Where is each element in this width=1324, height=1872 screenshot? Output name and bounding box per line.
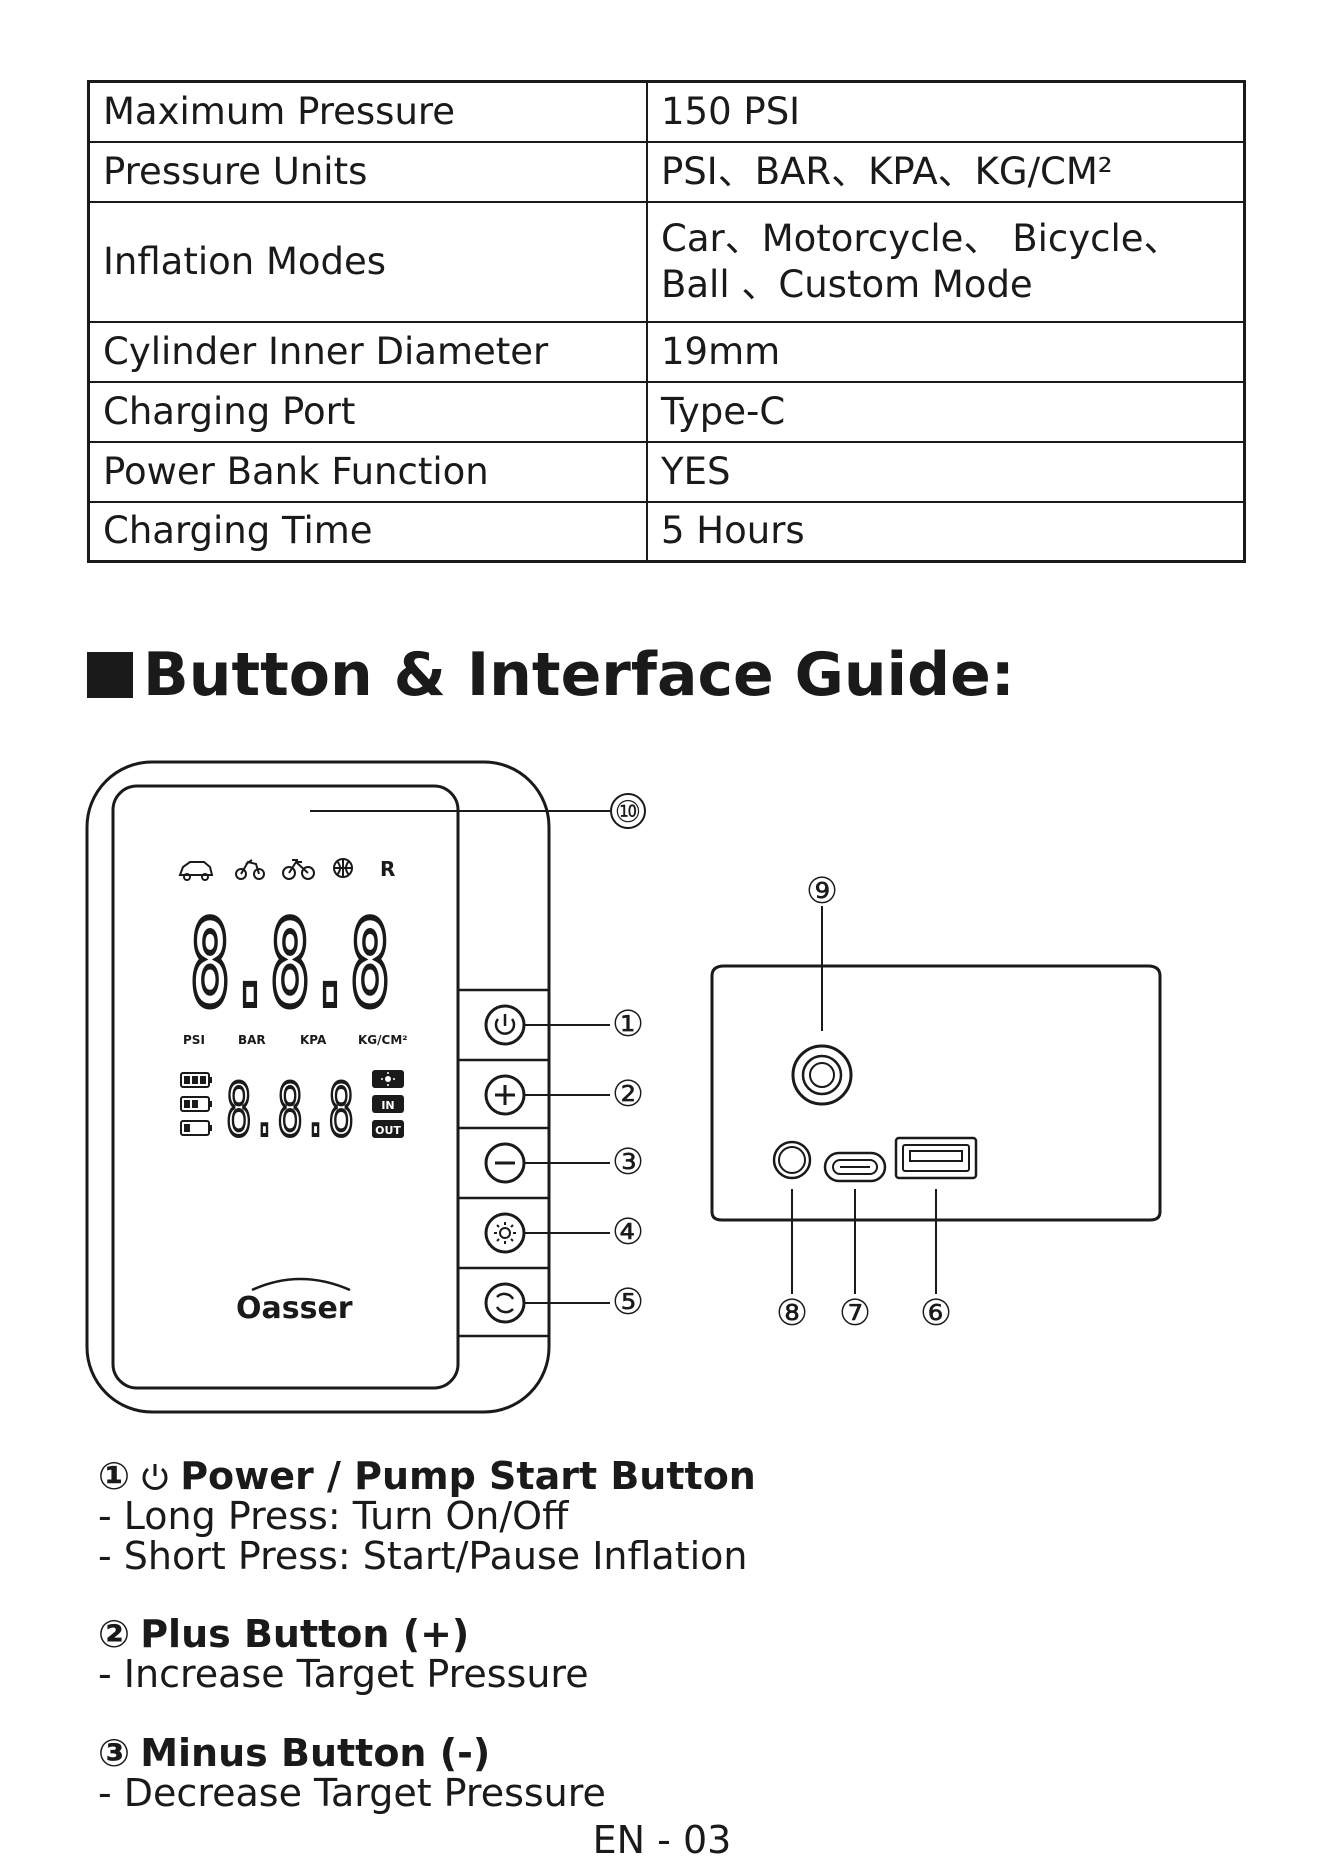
callout-7: ⑦	[839, 1293, 871, 1334]
section-title-text: Button & Interface Guide:	[143, 640, 1015, 710]
desc-plus-button: ② Plus Button (+) - Increase Target Pres…	[98, 1614, 589, 1694]
desc-title: Plus Button (+)	[140, 1612, 470, 1656]
desc-line: - Decrease Target Pressure	[98, 1771, 606, 1815]
desc-line: - Short Press: Start/Pause Inflation	[98, 1534, 748, 1578]
callout-lines-front	[310, 810, 610, 1304]
desc-number: ②	[98, 1612, 131, 1656]
unit-kgcm2: KG/CM²	[358, 1033, 408, 1047]
spec-label: Pressure Units	[87, 140, 648, 203]
desc-heading: ③ Minus Button (-)	[98, 1733, 606, 1773]
page-number: EN - 03	[592, 1818, 732, 1862]
square-bullet-icon	[87, 652, 133, 698]
spec-row: Maximum Pressure 150 PSI	[87, 80, 1246, 143]
callout-5: ⑤	[612, 1282, 644, 1323]
light-indicator-icon	[372, 1070, 404, 1088]
in-tag: IN	[381, 1099, 394, 1112]
desc-heading: ② Plus Button (+)	[98, 1614, 589, 1654]
display-panel	[111, 784, 460, 1390]
desc-line: - Increase Target Pressure	[98, 1652, 589, 1696]
callout-10: ⑩	[615, 795, 642, 830]
spec-row: Charging Port Type-C	[87, 380, 1246, 443]
desc-title: Minus Button (-)	[140, 1731, 491, 1775]
out-tag: OUT	[375, 1124, 401, 1137]
spec-table: Maximum Pressure 150 PSI Pressure Units …	[87, 80, 1246, 563]
in-tag-bg	[372, 1095, 404, 1113]
spec-row: Power Bank Function YES	[87, 440, 1246, 503]
callout-10-badge	[610, 793, 646, 829]
usb-c-port	[823, 1151, 887, 1183]
minus-button[interactable]	[484, 1142, 526, 1184]
plus-button[interactable]	[484, 1074, 526, 1116]
side-panel-body	[710, 964, 1162, 1222]
unit-bar: BAR	[238, 1033, 266, 1047]
callout-6: ⑥	[920, 1293, 952, 1334]
spec-value: 150 PSI	[646, 80, 1246, 143]
spec-label: Charging Port	[87, 380, 648, 443]
spec-value-line1: Car、Motorcycle、 Bicycle、	[661, 216, 1181, 260]
spec-label: Inflation Modes	[87, 200, 648, 323]
custom-mode-letter: R	[380, 857, 395, 881]
air-outlet-port	[791, 1044, 853, 1106]
callout-lines-side	[791, 906, 937, 1294]
desc-power-button: ① Power / Pump Start Button - Long Press…	[98, 1456, 756, 1576]
button-column	[458, 988, 549, 1338]
spec-label: Charging Time	[87, 500, 648, 563]
callout-1: ①	[612, 1004, 644, 1045]
desc-number: ①	[98, 1454, 131, 1498]
spec-value: Type-C	[646, 380, 1246, 443]
spec-row: Pressure Units PSI、BAR、KPA、KG/CM²	[87, 140, 1246, 203]
power-button[interactable]	[484, 1004, 526, 1046]
device-diagram: R 8.8.8 PSI BAR KPA KG/CM² 8.8.8 IN OUT …	[85, 760, 1162, 1414]
spec-value-line2: Ball 、Custom Mode	[661, 262, 1033, 306]
callout-2: ②	[612, 1074, 644, 1115]
spec-value: YES	[646, 440, 1246, 503]
out-tag-bg	[372, 1120, 404, 1138]
spec-row: Charging Time 5 Hours	[87, 500, 1246, 563]
desc-minus-button: ③ Minus Button (-) - Decrease Target Pre…	[98, 1733, 606, 1813]
spec-label: Maximum Pressure	[87, 80, 648, 143]
callout-9: ⑨	[806, 871, 838, 912]
spec-label: Cylinder Inner Diameter	[87, 320, 648, 383]
indicator-hole	[772, 1140, 812, 1180]
brand-swoosh	[251, 1277, 351, 1292]
main-pressure-digits: 8.8.8	[190, 895, 390, 1033]
brand-logo: Oasser	[236, 1291, 353, 1326]
spec-row: Cylinder Inner Diameter 19mm	[87, 320, 1246, 383]
motorcycle-icon	[235, 859, 265, 880]
callout-4: ④	[612, 1212, 644, 1253]
spec-value: PSI、BAR、KPA、KG/CM²	[646, 140, 1246, 203]
unit-kpa: KPA	[300, 1033, 327, 1047]
battery-full-icon	[180, 1072, 212, 1088]
desc-title: Power / Pump Start Button	[180, 1454, 756, 1498]
mode-cycle-button[interactable]	[484, 1282, 526, 1324]
spec-value: 19mm	[646, 320, 1246, 383]
spec-row: Inflation Modes Car、Motorcycle、 Bicycle、…	[87, 200, 1246, 323]
desc-number: ③	[98, 1731, 131, 1775]
section-title: Button & Interface Guide:	[87, 640, 1015, 710]
device-body	[85, 760, 551, 1414]
bicycle-icon	[282, 859, 315, 880]
battery-low-icon	[180, 1120, 212, 1136]
battery-medium-icon	[180, 1096, 212, 1112]
desc-heading: ① Power / Pump Start Button	[98, 1456, 756, 1496]
ball-icon	[333, 858, 353, 878]
light-button[interactable]	[484, 1212, 526, 1254]
spec-label: Power Bank Function	[87, 440, 648, 503]
desc-line: - Long Press: Turn On/Off	[98, 1494, 569, 1538]
power-icon	[142, 1464, 168, 1490]
usb-a-port	[894, 1136, 978, 1180]
spec-value: 5 Hours	[646, 500, 1246, 563]
callout-3: ③	[612, 1142, 644, 1183]
spec-value: Car、Motorcycle、 Bicycle、 Ball 、Custom Mo…	[646, 200, 1246, 323]
car-icon	[178, 861, 214, 881]
target-pressure-digits: 8.8.8	[226, 1068, 354, 1152]
unit-psi: PSI	[183, 1033, 205, 1047]
callout-8: ⑧	[776, 1293, 808, 1334]
